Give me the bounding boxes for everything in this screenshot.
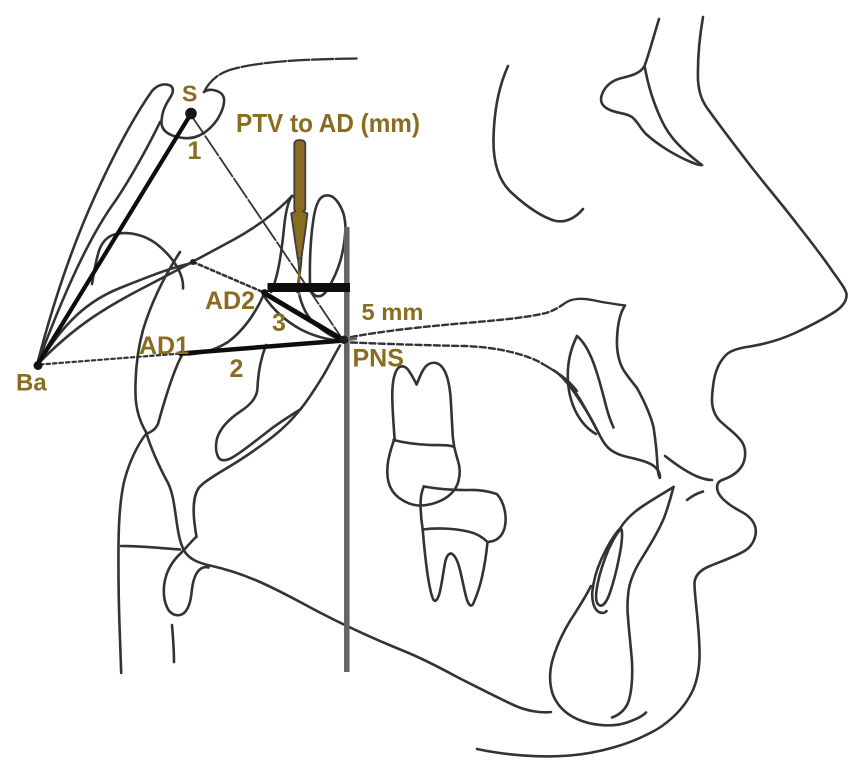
svg-text:PNS: PNS <box>353 345 404 373</box>
svg-text:2: 2 <box>230 355 244 383</box>
svg-text:1: 1 <box>188 137 202 165</box>
svg-text:5 mm: 5 mm <box>362 299 424 325</box>
svg-text:S: S <box>182 81 197 107</box>
svg-text:PTV to AD (mm): PTV to AD (mm) <box>236 108 420 138</box>
svg-text:AD1: AD1 <box>139 332 189 360</box>
svg-text:3: 3 <box>272 309 286 337</box>
svg-text:AD2: AD2 <box>205 287 255 315</box>
svg-text:Ba: Ba <box>16 370 47 397</box>
